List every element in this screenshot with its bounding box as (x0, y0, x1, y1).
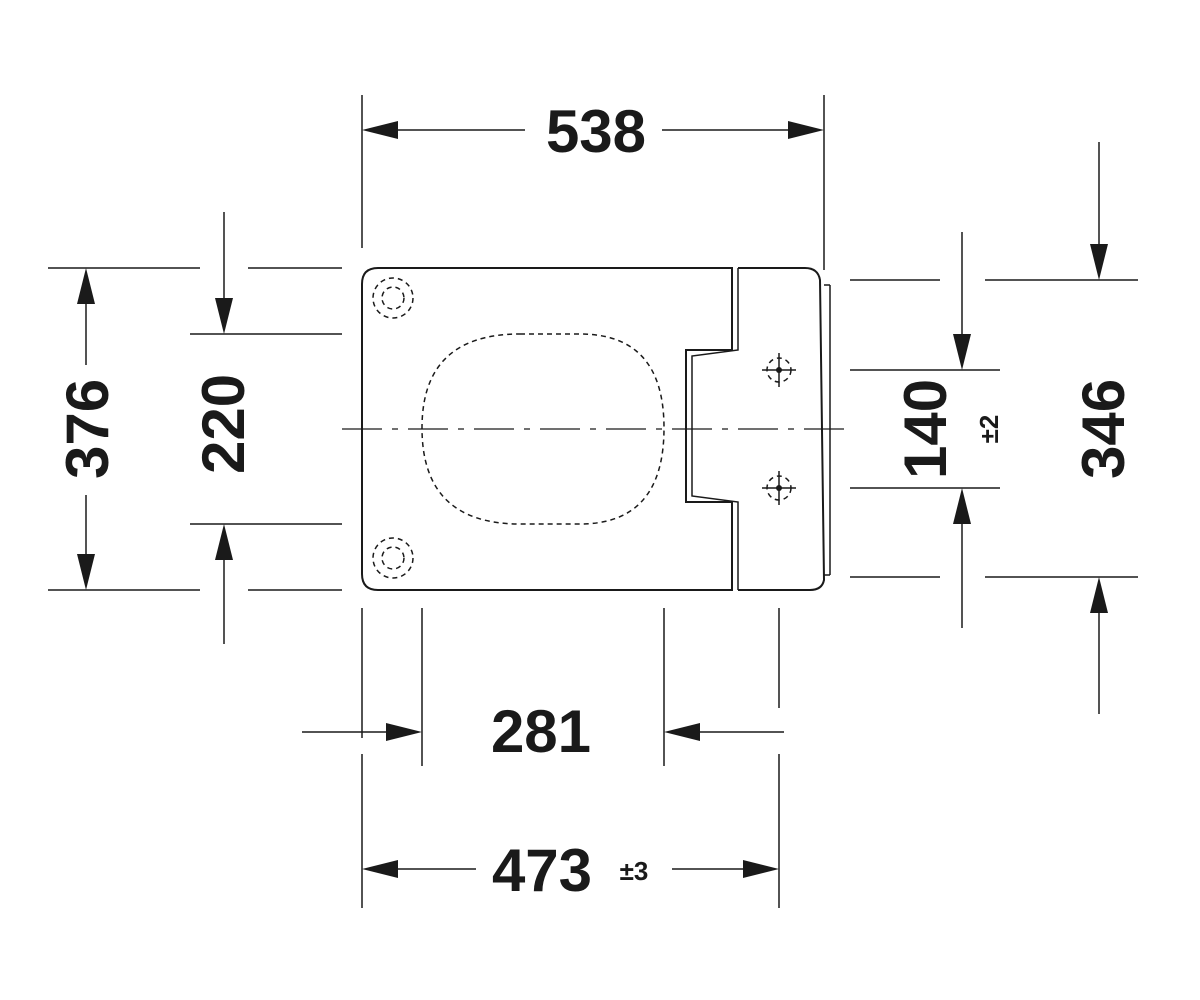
seat-outline (361, 267, 831, 591)
dimension-label-473: 473 (492, 837, 592, 904)
fixing-point-top (762, 353, 796, 387)
dimension-bowl-opening-length: 281 (302, 608, 784, 766)
dimension-label-281: 281 (491, 698, 591, 765)
dimension-overall-width: 376 (48, 267, 342, 591)
dimension-total-projection: 473 ±3 (361, 754, 780, 908)
dimension-bolt-distance: 220 (190, 212, 342, 644)
front-buffer-top (372, 277, 414, 319)
dimension-label-220: 220 (190, 374, 257, 474)
dimension-fixing-spacing: 140 ±2 (850, 232, 1004, 628)
dimension-rear-width: 346 (985, 142, 1138, 714)
dimension-label-346: 346 (1070, 379, 1137, 479)
front-buffer-bottom (372, 537, 414, 579)
dimension-label-376: 376 (54, 379, 121, 479)
dimension-overall-length: 538 (361, 95, 825, 270)
dimension-tolerance-140: ±2 (974, 415, 1004, 444)
fixing-point-bottom (762, 471, 796, 505)
dimension-tolerance-473: ±3 (620, 856, 649, 886)
dimension-label-140: 140 (892, 379, 959, 479)
dimension-label-538: 538 (546, 98, 646, 165)
